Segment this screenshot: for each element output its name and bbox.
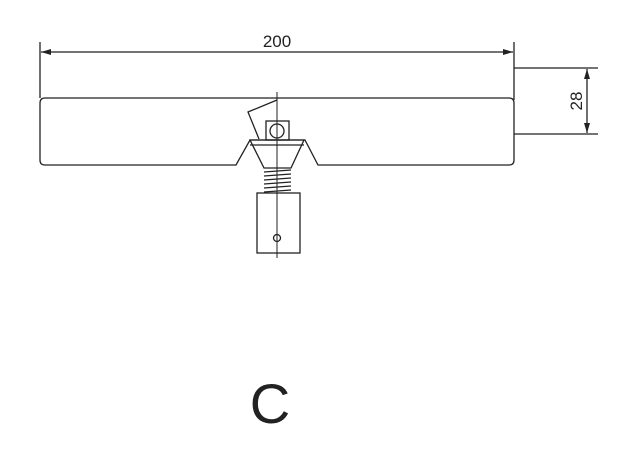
height-dimension-text: 28 (567, 92, 586, 111)
bar-body (39, 97, 515, 166)
spring (263, 169, 292, 193)
tube-pin (272, 233, 282, 243)
bracket (247, 99, 278, 140)
height-dimension: 28 (514, 67, 598, 135)
cone (248, 139, 306, 169)
ball (269, 123, 285, 139)
tube (256, 192, 301, 254)
width-dimension-text: 200 (263, 32, 291, 51)
bar-outline (39, 97, 515, 166)
clamp-mechanism (247, 92, 306, 258)
width-dimension: 200 (39, 32, 515, 100)
drawing-label: C (250, 372, 290, 435)
